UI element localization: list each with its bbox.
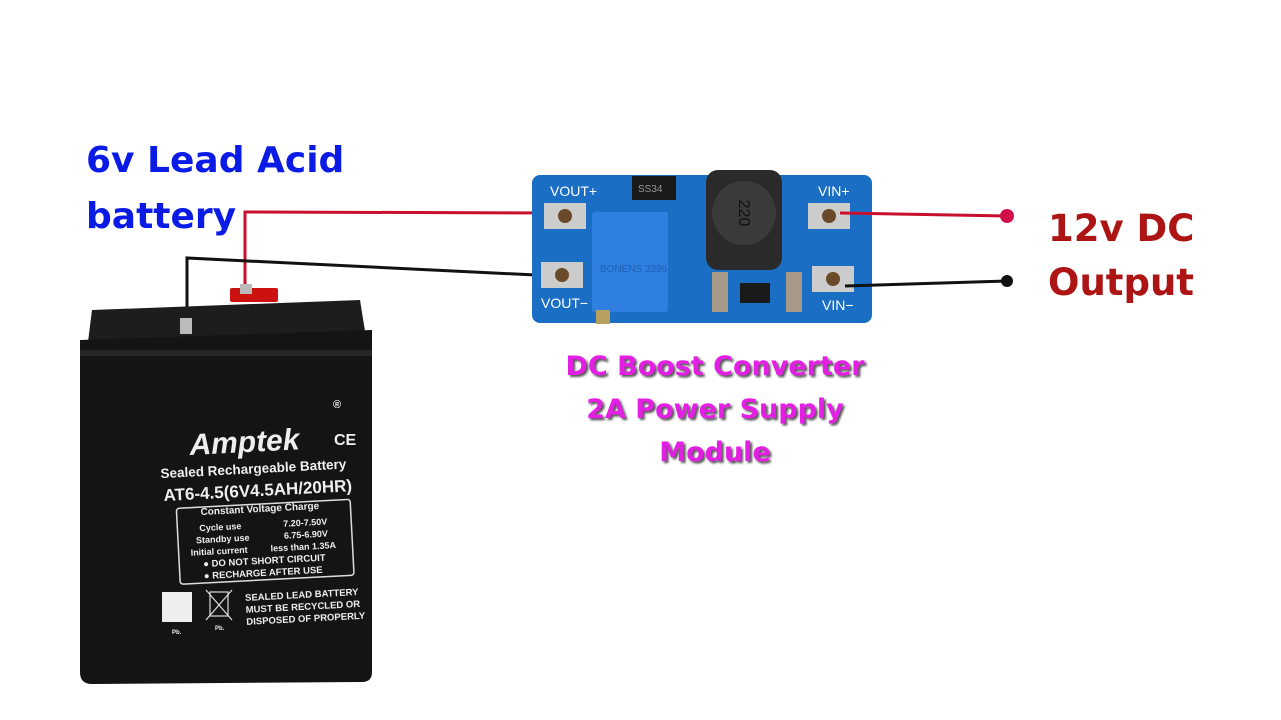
- inductor-label: 220: [735, 200, 752, 227]
- module-label-line: Module: [659, 437, 771, 468]
- output-label-line: 12v DC: [1048, 207, 1195, 250]
- ce-mark: CE: [334, 432, 357, 449]
- crossed-bin-icon: [205, 589, 233, 621]
- output-positive-terminal: [1000, 209, 1014, 223]
- output-label: 12v DC Output: [1048, 202, 1194, 310]
- vout-plus-label: VOUT+: [550, 183, 597, 199]
- pb-label: Pb.: [172, 630, 182, 636]
- battery-label-line: 6v Lead Acid: [86, 140, 345, 181]
- wire-negative-output: [844, 279, 1008, 288]
- battery-brand: Amptek: [188, 423, 302, 462]
- module-label-line: DC Boost Converter: [565, 351, 865, 382]
- module-label: DC Boost Converter 2A Power Supply Modul…: [540, 345, 890, 474]
- row-value: 7.20-7.50V: [283, 517, 328, 529]
- potentiometer: [592, 212, 668, 312]
- battery-label: 6v Lead Acid battery: [86, 133, 344, 245]
- row-value: 6.75-6.90V: [284, 528, 329, 540]
- row-key: Cycle use: [199, 521, 241, 533]
- row-key: Standby use: [196, 533, 250, 546]
- wire-negative-battery: [185, 256, 557, 325]
- recycle-icon: [162, 592, 192, 622]
- pb-label: Pb.: [215, 626, 225, 632]
- wire-positive-output: [839, 211, 1008, 218]
- battery: Amptek ® CE Sealed Rechargeable Battery …: [80, 284, 372, 684]
- battery-label-line: battery: [86, 196, 237, 237]
- output-negative-terminal: [1001, 275, 1013, 287]
- module-label-line: 2A Power Supply: [586, 394, 844, 425]
- wire-positive-battery: [243, 210, 557, 292]
- registered-mark: ®: [333, 399, 341, 411]
- pot-label: BONENS 3296: [600, 264, 668, 275]
- vout-minus-label: VOUT−: [541, 295, 588, 311]
- output-label-line: Output: [1048, 261, 1194, 304]
- row-value: less than 1.35A: [270, 540, 336, 553]
- diode-label: SS34: [638, 184, 663, 195]
- row-key: Initial current: [190, 545, 247, 558]
- vin-plus-label: VIN+: [818, 183, 850, 199]
- boost-converter-module: VOUT+ VOUT− VIN+ VIN− SS34 BONENS 3296 2…: [532, 170, 872, 324]
- vin-minus-label: VIN−: [822, 297, 854, 313]
